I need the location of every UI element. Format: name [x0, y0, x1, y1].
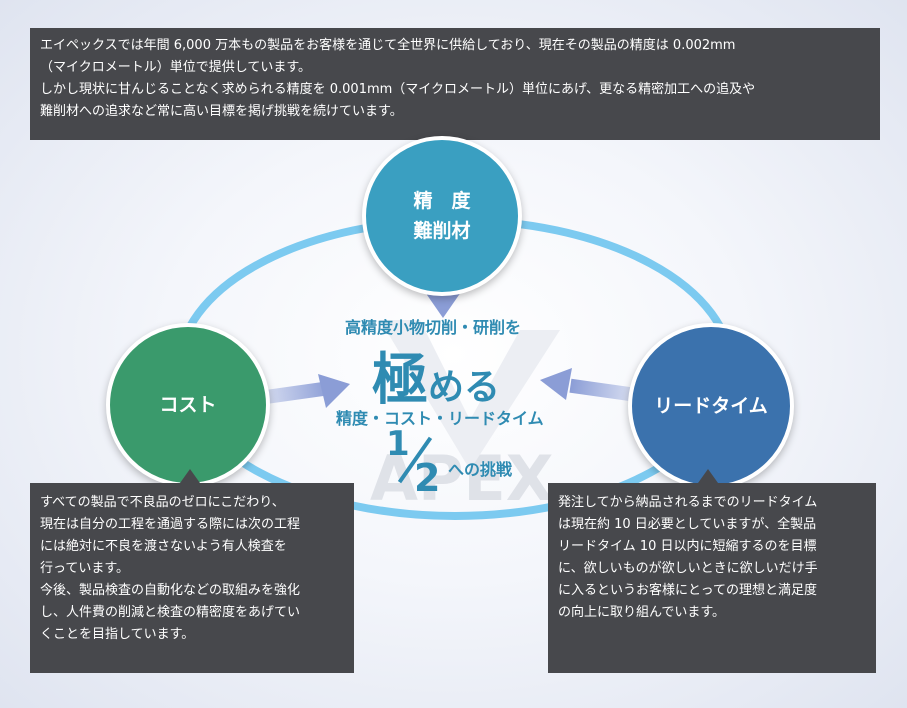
intro-line: 難削材への追求など常に高い目標を掲げ挑戦を続けています。 [40, 104, 403, 119]
cost-line: 今後、製品検査の自動化などの取組みを強化 [40, 583, 301, 598]
leadtime-box: 発注してから納品されるまでのリードタイム は現在約 10 日必要としていますが、… [548, 483, 876, 673]
leadtime-line: リードタイム 10 日以内に短縮するのを目標 [558, 539, 817, 554]
cost-box: すべての製品で不良品のゼロにこだわり、 現在は自分の工程を通過する際には次の工程… [30, 483, 354, 673]
leadtime-pointer [698, 469, 718, 483]
cost-line: 現在は自分の工程を通過する際には次の工程 [40, 517, 301, 532]
watermark-chevron [380, 320, 560, 470]
cost-line: し、人件費の削減と検査の精密度をあげてい [40, 605, 301, 620]
fraction-numerator: 1 [386, 424, 410, 464]
intro-line: しかし現状に甘んじることなく求められる精度を 0.001mm（マイクロメートル）… [40, 82, 756, 97]
leadtime-line: の向上に取り組んでいます。 [558, 605, 726, 620]
precision-circle: 精 度 難削材 [362, 136, 522, 296]
leadtime-line: に、欲しいものが欲しいときに欲しいだけ手 [558, 561, 818, 576]
leadtime-circle: リードタイム [628, 323, 794, 489]
cost-circle: コスト [106, 323, 270, 487]
cost-line: すべての製品で不良品のゼロにこだわり、 [40, 495, 285, 510]
cost-line: には絶対に不良を渡さないよう有人検査を [40, 539, 287, 554]
leadtime-line: に入るというお客様にとっての理想と満足度 [558, 583, 817, 598]
cost-pointer [180, 469, 200, 483]
title-rest: める [428, 367, 501, 408]
center-subtitle: 高精度小物切削・研削を [345, 318, 522, 337]
intro-box: エイペックスでは年間 6,000 万本もの製品をお客様を通じて全世界に供給してお… [30, 28, 880, 140]
precision-label: 精 度 [413, 190, 471, 212]
leadtime-label: リードタイム [654, 395, 768, 417]
cost-line: 行っています。 [40, 561, 130, 576]
intro-line: （マイクロメートル）単位で提供しています。 [40, 60, 312, 75]
center-title: 極める [372, 335, 500, 416]
difficult-material-label: 難削材 [413, 220, 471, 242]
leadtime-line: は現在約 10 日必要としていますが、全製品 [558, 517, 817, 532]
leadtime-line: 発注してから納品されるまでのリードタイム [558, 495, 818, 510]
cost-line: くことを目指しています。 [40, 627, 195, 642]
fraction-denominator: 2 [414, 456, 441, 500]
center-targets: 精度・コスト・リードタイム [336, 409, 544, 428]
intro-line: エイペックスでは年間 6,000 万本もの製品をお客様を通じて全世界に供給してお… [40, 38, 736, 53]
center-challenge: への挑戦 [448, 460, 513, 479]
title-kanji: 極 [372, 348, 428, 413]
cost-label: コスト [159, 394, 217, 416]
half-fraction: 1 2 [380, 424, 450, 500]
